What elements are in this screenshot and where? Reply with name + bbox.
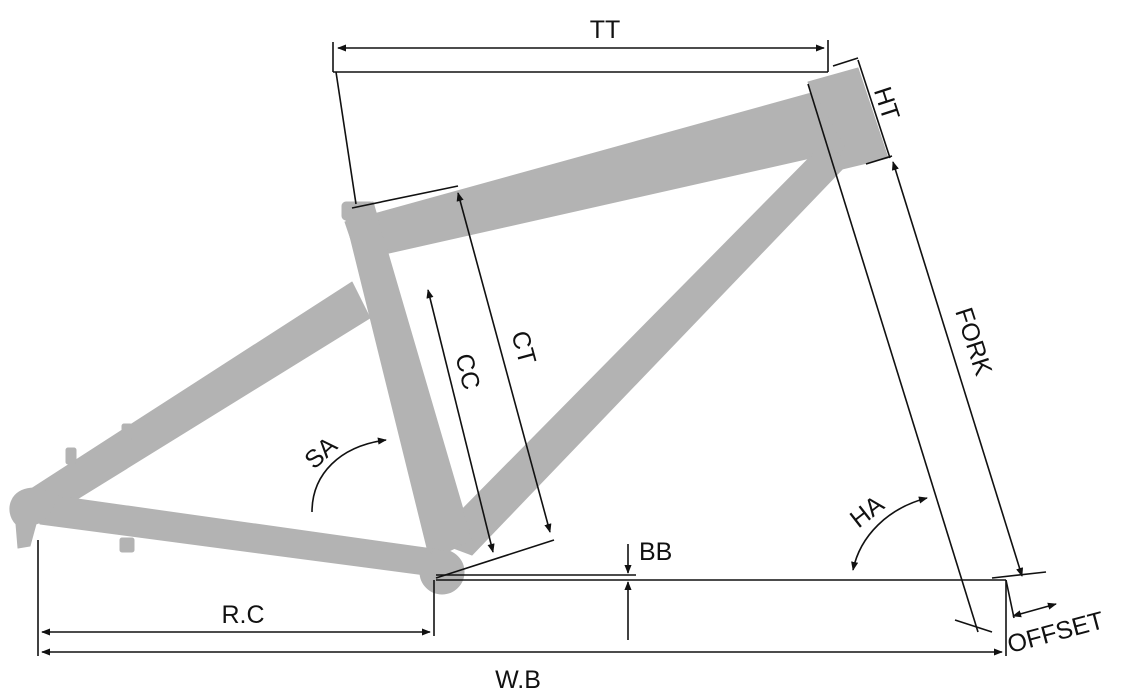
top-tube-dimension [332, 40, 829, 205]
label-rc: R.C [221, 601, 264, 629]
seat-tube [342, 201, 473, 561]
bike-frame [9, 67, 889, 595]
label-ha: HA [845, 490, 890, 534]
bottom-bracket [419, 549, 465, 595]
fork-dimension [807, 83, 1047, 633]
offset-dimension [1005, 579, 1057, 656]
bb-drop-dimension [436, 544, 1006, 640]
seatstay-boss-2 [121, 423, 133, 441]
seatstay-boss-1 [65, 447, 77, 465]
chainstay-boss [119, 537, 135, 553]
label-sa: SA [299, 431, 343, 474]
label-ct: CT [506, 328, 542, 367]
head-tube-dimension [832, 57, 893, 165]
seat-tube-ct-dimension [351, 185, 555, 579]
seat-angle-arc [311, 437, 387, 513]
head-angle-arc [851, 496, 928, 571]
label-bb: BB [639, 538, 672, 566]
label-cc: CC [449, 351, 485, 393]
rear-dropout [9, 487, 54, 549]
seat-collar [341, 201, 375, 221]
chain-stay [27, 491, 449, 579]
label-wb: W.B [495, 666, 541, 694]
label-tt: TT [590, 16, 621, 44]
rear-center-dimension [37, 540, 435, 656]
seat-tube-cc-dimension [426, 289, 495, 553]
